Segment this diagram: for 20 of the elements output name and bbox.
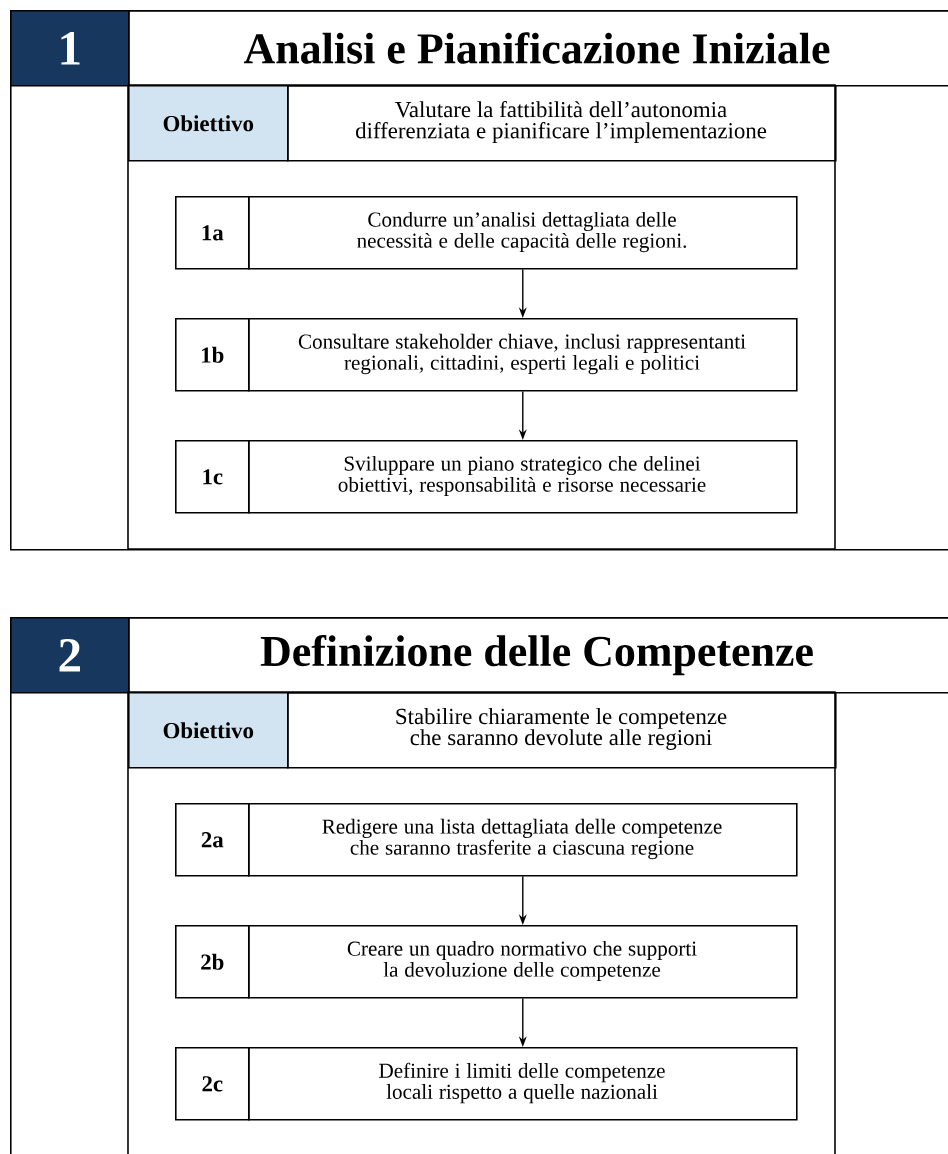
step-number-cell: 2b <box>175 925 250 999</box>
step-text-cell: Definire i limiti delle competenze locali rispetto a quelle nazionali <box>248 1047 798 1121</box>
objective-label-cell: Obiettivo <box>128 85 289 162</box>
step-text-cell: Creare un quadro normativo che supporti la devoluzione delle competenze <box>248 925 798 999</box>
step-text-cell: Consultare stakeholder chiave, inclusi rappresentanti regionali, cittadini, esperti legali e politici <box>248 318 798 392</box>
step-number-cell: 1b <box>175 318 250 392</box>
step-text-cell: Condurre un’analisi dettagliata delle necessità e delle capacità delle regioni. <box>248 196 798 270</box>
step-number-cell: 2a <box>175 803 250 877</box>
objective-cell: Valutare la fattibilità dell’autonomia differenziata e pianificare l’implementazione <box>287 85 837 162</box>
objective-cell: Stabilire chiaramente le competenze che saranno devolute alle regioni <box>287 692 837 769</box>
step-number-cell: 1c <box>175 440 250 514</box>
title-cell: Analisi e Pianificazione Iniziale <box>128 10 948 87</box>
objective-label-cell: Obiettivo <box>128 692 289 769</box>
step-text-cell: Sviluppare un piano strategico che delinei obiettivi, responsabilità e risorse necessarie <box>248 440 798 514</box>
step-number-cell: 1a <box>175 196 250 270</box>
number-badge: 2 <box>10 617 130 694</box>
title-cell: Definizione delle Competenze <box>128 617 948 694</box>
number-badge: 1 <box>10 10 130 87</box>
step-number-cell: 2c <box>175 1047 250 1121</box>
step-text-cell: Redigere una lista dettagliata delle competenze che saranno trasferite a ciascuna regione <box>248 803 798 877</box>
